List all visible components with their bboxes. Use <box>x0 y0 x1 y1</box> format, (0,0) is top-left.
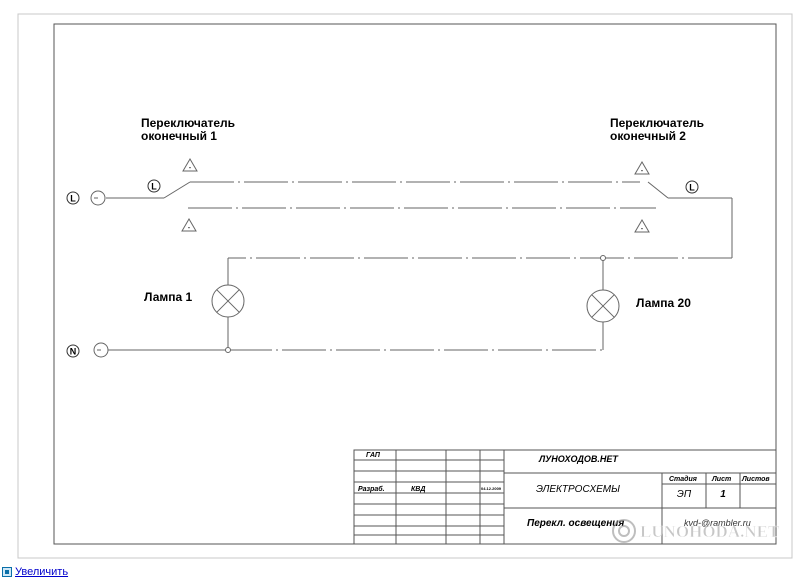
phase-sw2-marker: L <box>685 180 699 194</box>
zoom-link-label[interactable]: Увеличить <box>15 566 69 578</box>
gap-label: ГАП <box>366 452 381 459</box>
junction-dot <box>600 255 606 261</box>
phase-sw1-marker: L <box>147 179 161 193</box>
wiring <box>106 181 733 351</box>
stage-header: Стадия <box>669 475 697 483</box>
svg-text:LUNOHODA.NET: LUNOHODA.NET <box>640 522 780 541</box>
switch2-label-line1: Переключатель <box>610 116 704 130</box>
neutral-marker: N <box>66 344 80 358</box>
zoom-icon <box>2 567 12 577</box>
switch2-lever <box>647 181 669 199</box>
organization-name: ЛУНОХОДОВ.НЕТ <box>538 454 619 464</box>
email-text: kvd-@rambler.ru <box>684 518 751 528</box>
lamp-2-symbol <box>586 289 620 323</box>
sheet-value: 1 <box>720 489 726 500</box>
contact-marker-sw1-bottom: - <box>181 218 197 232</box>
razrab-label: Разраб. <box>358 485 385 493</box>
contact-marker-sw1-top: - <box>182 158 198 172</box>
watermark: LUNOHODA.NET <box>612 519 780 543</box>
phase-left-marker: L <box>66 191 80 205</box>
date-value: 04.12.2009 <box>481 486 502 491</box>
switch1-label-line2: оконечный 1 <box>141 129 217 143</box>
svg-text:-: - <box>188 223 191 232</box>
lamp2-label: Лампа 20 <box>636 296 691 310</box>
svg-text:-: - <box>641 224 644 233</box>
sheet-border <box>17 13 793 559</box>
switch1-label-line1: Переключатель <box>141 116 235 130</box>
lamp1-label: Лампа 1 <box>144 290 193 304</box>
zoom-link[interactable]: Увеличить <box>2 566 68 578</box>
svg-text:L: L <box>151 182 157 192</box>
switch2-label-line2: оконечный 2 <box>610 129 686 143</box>
svg-text:L: L <box>70 194 76 204</box>
svg-text:-: - <box>189 163 192 172</box>
drawing-name: Перекл. освещения <box>527 518 624 529</box>
section-name: ЭЛЕКТРОСХЕМЫ <box>536 484 620 495</box>
switch1-lever <box>163 181 191 199</box>
svg-text:N: N <box>70 347 77 357</box>
svg-text:L: L <box>689 183 695 193</box>
title-block <box>353 449 777 545</box>
watermark-emblem-icon <box>612 519 636 543</box>
contact-marker-sw2-top: - <box>634 161 650 175</box>
sheets-header: Листов <box>741 476 770 483</box>
author-name: КВД <box>411 486 425 493</box>
svg-text:-: - <box>641 166 644 175</box>
junction-dot <box>225 347 231 353</box>
contact-marker-sw2-bottom: - <box>634 219 650 233</box>
sheet-header: Лист <box>711 476 731 483</box>
stage-value: ЭП <box>677 489 692 500</box>
lamp-1-symbol <box>211 284 245 318</box>
drawing-frame <box>53 23 777 545</box>
